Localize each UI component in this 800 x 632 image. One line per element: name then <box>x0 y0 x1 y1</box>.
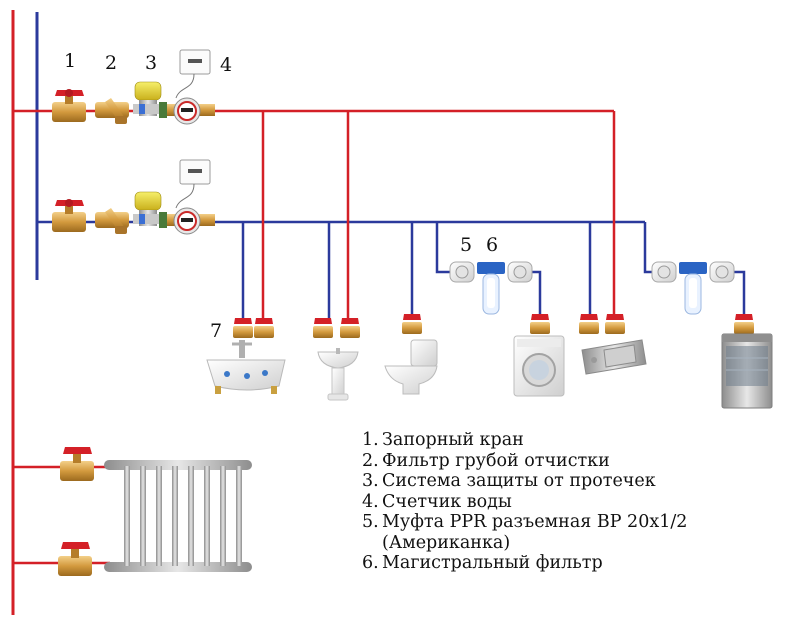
ball-valve-icon <box>58 542 92 576</box>
y-strainer-icon <box>95 98 129 124</box>
ball-valve-icon <box>605 314 625 334</box>
fixture-valves <box>233 314 754 338</box>
ball-valve-icon <box>340 318 360 338</box>
legend: 1.Запорный кран 2.Фильтр грубой отчистки… <box>362 430 792 574</box>
water-meter-icon <box>159 207 215 235</box>
union-coupling-icon <box>709 261 735 283</box>
washing-machine-icon <box>513 335 565 397</box>
legend-text: Магистральный фильтр <box>382 553 603 573</box>
ball-valve-icon <box>52 89 86 122</box>
legend-item: 4.Счетчик воды <box>362 492 792 513</box>
leak-protection-icon <box>133 191 163 226</box>
leak-protection-icon <box>133 81 163 116</box>
legend-index: 6. <box>362 553 379 573</box>
callout-1: 1 <box>64 50 77 72</box>
towel-radiator-icon <box>104 460 252 572</box>
legend-index: 5. <box>362 512 379 532</box>
legend-text: Счетчик воды <box>382 491 512 512</box>
legend-item-continuation: (Американка) <box>382 532 511 553</box>
callout-6: 6 <box>486 234 499 256</box>
union-coupling-icon <box>449 261 475 283</box>
callout-3: 3 <box>145 52 158 74</box>
ball-valve-icon <box>60 447 94 481</box>
legend-item: 5.Муфта PPR разъемная ВР 20х1/2 <box>362 512 792 533</box>
legend-item: 3.Система защиты от протечек <box>362 471 792 492</box>
callout-4: 4 <box>220 54 233 76</box>
legend-text: Запорный кран <box>382 430 524 450</box>
bathtub-icon <box>206 340 286 394</box>
legend-index: 3. <box>362 471 379 491</box>
y-strainer-icon <box>95 208 129 234</box>
callout-2: 2 <box>105 52 118 74</box>
leak-controller-icon <box>175 159 211 209</box>
main-filter-icon <box>477 262 505 315</box>
legend-item: 1.Запорный кран <box>362 430 792 451</box>
washbasin-icon <box>317 348 359 401</box>
ball-valve-icon <box>734 314 754 334</box>
ball-valve-icon <box>52 199 86 232</box>
ball-valve-icon <box>254 318 274 338</box>
cold-line-components <box>52 159 215 235</box>
callout-7: 7 <box>210 320 223 342</box>
main-filter-icon <box>679 262 707 315</box>
legend-index: 4. <box>362 491 379 512</box>
legend-text: Муфта PPR разъемная ВР 20х1/2 <box>382 512 688 532</box>
water-meter-icon <box>159 97 215 125</box>
toilet-icon <box>384 339 438 395</box>
leak-controller-icon <box>175 49 211 99</box>
radiator-assembly <box>58 447 252 576</box>
legend-item: 2.Фильтр грубой отчистки <box>362 451 792 472</box>
legend-index: 1. <box>362 430 379 450</box>
hot-line-components <box>52 49 215 125</box>
ball-valve-icon <box>313 318 333 338</box>
dishwasher-icon <box>721 333 773 409</box>
cold-branch-washer <box>435 222 452 274</box>
legend-text: Фильтр грубой отчистки <box>382 450 610 471</box>
legend-item: 6.Магистральный фильтр <box>362 553 792 574</box>
ball-valve-icon <box>530 314 550 334</box>
ball-valve-icon <box>402 314 422 334</box>
cold-branch-dishwasher-out <box>732 270 746 316</box>
union-coupling-icon <box>651 261 677 283</box>
washer-filter-assembly <box>449 261 533 315</box>
legend-text: Система защиты от протечек <box>382 471 656 491</box>
ball-valve-icon <box>579 314 599 334</box>
ball-valve-icon <box>233 318 253 338</box>
callout-5: 5 <box>460 234 473 256</box>
legend-index: 2. <box>362 450 379 471</box>
union-coupling-icon <box>507 261 533 283</box>
dishwasher-filter-assembly <box>651 261 735 315</box>
kitchen-sink-icon <box>581 339 647 375</box>
